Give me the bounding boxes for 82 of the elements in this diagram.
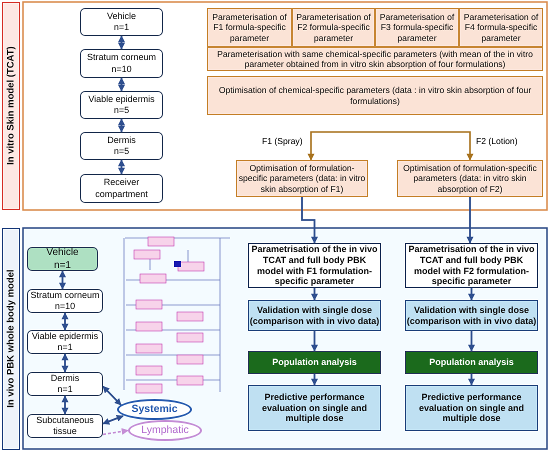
node-text: Lymphatic xyxy=(141,424,189,437)
node-text: Validation with single dose (comparison with in vivo data) xyxy=(406,304,537,326)
arrow xyxy=(311,288,318,301)
arrow xyxy=(62,353,68,373)
process-box xyxy=(248,351,381,374)
compartment-box xyxy=(80,49,163,78)
node-text: In vivo PBK whole body model xyxy=(5,270,17,408)
compartment-box xyxy=(80,132,163,160)
arrow xyxy=(118,35,125,50)
side-label-band xyxy=(2,228,20,450)
process-box xyxy=(248,300,381,331)
arrow xyxy=(468,288,475,301)
node-text: Viable epidermis xyxy=(88,94,155,105)
node-text: Systemic xyxy=(131,403,178,416)
compartment-box xyxy=(27,247,98,271)
process-box xyxy=(397,160,543,197)
node-text: n=1 xyxy=(57,342,73,354)
node-text: n=5 xyxy=(114,146,130,158)
node-text: Optimisation of formulation-specific parameters (data: in vitro skin absorption of F2) xyxy=(402,163,538,194)
node-text: Population analysis xyxy=(272,357,357,368)
arrow xyxy=(468,331,475,352)
node-text: n=10 xyxy=(111,64,132,75)
process-box xyxy=(405,300,538,331)
node-text: Validation with single dose (comparison with in vivo data) xyxy=(249,304,380,326)
node-text: Stratum corneum xyxy=(30,290,100,301)
arrow xyxy=(308,131,390,161)
compartment-box xyxy=(27,372,103,396)
node-text: Receiver compartment xyxy=(94,177,149,200)
node-text: Subcutaneous tissue xyxy=(35,414,95,438)
compartment-box xyxy=(80,174,163,203)
arrow xyxy=(466,197,474,244)
process-box xyxy=(248,385,381,431)
node-text: Parameterisation of F3 formula-specific parameter xyxy=(378,12,456,43)
arrow xyxy=(118,159,125,175)
node-text: Optimisation of formulation-specific parameters (data: in vitro skin absorption of F1) xyxy=(238,163,366,194)
process-box xyxy=(405,385,538,431)
node-text: n=5 xyxy=(114,105,130,116)
node-text: n=10 xyxy=(54,301,76,312)
node-text: Dermis xyxy=(107,134,136,146)
process-box xyxy=(207,47,543,71)
compartment-box xyxy=(80,8,163,36)
arrow xyxy=(102,386,122,406)
node-text: Dermis xyxy=(50,372,80,384)
arrow xyxy=(102,414,124,425)
node-text: Parametrisation of the in vivo TCAT and full body PBK model with F1 formulation-specific parameter xyxy=(250,244,379,287)
arrow xyxy=(118,77,125,92)
compartment-box xyxy=(27,330,103,354)
node-text: Parameterisation of F4 formula-specific parameter xyxy=(462,12,540,43)
node-text: Parameterisation with same chemical-specific parameters (with mean of the in vitro parameter obtained from in vitro skin absorption of four formulations) xyxy=(216,48,534,70)
node-text: Predictive performance evaluation on single and multiple dose xyxy=(418,392,526,424)
arrow xyxy=(118,118,125,133)
compartment-box xyxy=(80,91,163,119)
node-text: Viable epidermis xyxy=(32,330,98,342)
dashed-arrow xyxy=(102,428,129,436)
arrow xyxy=(301,197,318,244)
arrow xyxy=(59,270,66,290)
node-text: Predictive performance evaluation on single and multiple dose xyxy=(260,392,368,424)
node-text: Stratum corneum xyxy=(86,52,156,64)
process-box xyxy=(207,76,543,115)
node-text: Vehicle xyxy=(106,10,136,22)
node-text: In vitro Skin model (TCAT) xyxy=(5,46,17,166)
node-text: Optimisation of chemical-specific parameters (data : in vitro skin absorption of four formulations) xyxy=(218,85,532,106)
node-text: n=1 xyxy=(54,259,71,272)
node-text: Population analysis xyxy=(429,357,514,368)
arrow xyxy=(62,312,68,331)
compartment-box xyxy=(27,289,103,313)
arrow xyxy=(311,374,318,386)
arrow xyxy=(311,331,318,352)
process-box xyxy=(405,351,538,374)
node-text: n=1 xyxy=(57,384,73,396)
arrow xyxy=(62,395,68,415)
edge-label: F2 (Lotion) xyxy=(476,136,518,146)
edge-label: F1 (Spray) xyxy=(262,136,303,146)
compartment-box xyxy=(27,414,103,438)
arrow xyxy=(468,374,475,386)
arrow xyxy=(390,131,474,161)
node-text: Vehicle xyxy=(46,246,79,259)
side-label-band xyxy=(2,2,20,210)
node-text: Parameterisation of F1 formula-specific parameter xyxy=(211,12,288,43)
node-text: Parameterisation of F2 formula-specific parameter xyxy=(295,12,372,43)
node-text: Parametrisation of the in vivo TCAT and full body PBK model with F2 formulation-specific parameter xyxy=(407,244,536,287)
node-text: n=1 xyxy=(114,22,130,34)
